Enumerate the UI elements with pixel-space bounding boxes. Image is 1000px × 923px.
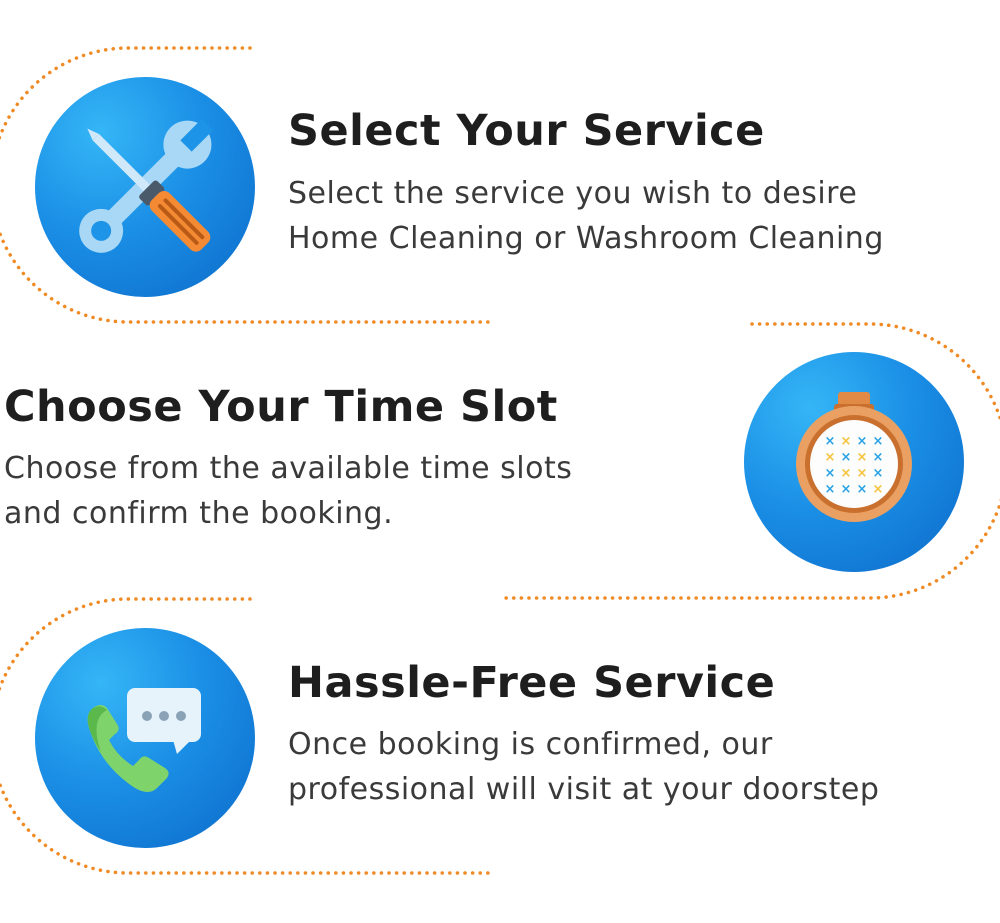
step-title: Choose Your Time Slot xyxy=(4,382,558,432)
svg-text:×: × xyxy=(841,466,852,481)
step-title: Hassle-Free Service xyxy=(288,658,776,708)
tools-icon xyxy=(35,77,255,297)
svg-text:×: × xyxy=(841,482,852,497)
embroidery-hoop-icon: ×××× ×××× ×××× ×××× xyxy=(744,352,964,572)
phone-chat-icon xyxy=(35,628,255,848)
svg-text:×: × xyxy=(825,450,836,465)
svg-text:×: × xyxy=(857,466,868,481)
step-description-line: and confirm the booking. xyxy=(4,496,394,531)
svg-text:×: × xyxy=(857,482,868,497)
svg-text:×: × xyxy=(873,450,884,465)
svg-text:×: × xyxy=(825,482,836,497)
step-description: Select the service you wish to desire Ho… xyxy=(288,171,884,261)
step-description-line: professional will visit at your doorstep xyxy=(288,772,880,807)
svg-text:×: × xyxy=(825,466,836,481)
step-description: Choose from the available time slots and… xyxy=(4,446,572,536)
step-description-line: Home Cleaning or Washroom Cleaning xyxy=(288,221,884,256)
step-description: Once booking is confirmed, our professio… xyxy=(288,722,879,812)
step-title: Select Your Service xyxy=(288,106,765,156)
svg-text:×: × xyxy=(825,434,836,449)
step-description-line: Select the service you wish to desire xyxy=(288,176,858,211)
step-description-line: Choose from the available time slots xyxy=(4,451,573,486)
svg-text:×: × xyxy=(857,450,868,465)
step-description-line: Once booking is confirmed, our xyxy=(288,727,773,762)
svg-text:×: × xyxy=(857,434,868,449)
svg-text:×: × xyxy=(841,450,852,465)
svg-text:×: × xyxy=(873,434,884,449)
svg-text:×: × xyxy=(873,466,884,481)
svg-text:×: × xyxy=(841,434,852,449)
svg-text:×: × xyxy=(873,482,884,497)
